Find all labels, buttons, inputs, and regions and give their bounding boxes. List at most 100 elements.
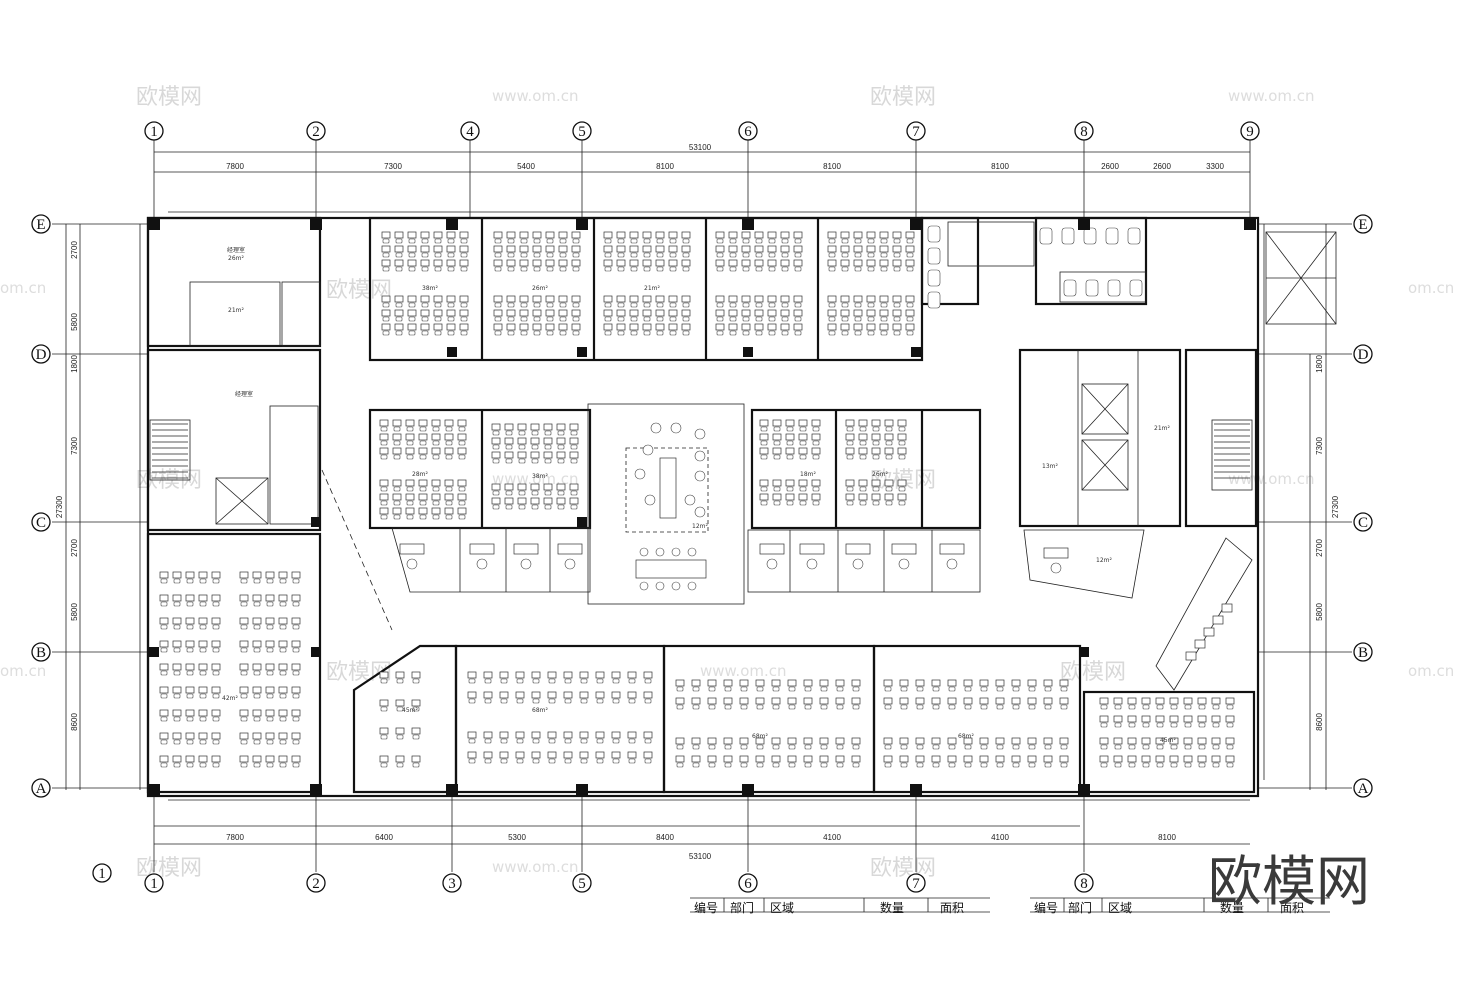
chair — [186, 693, 194, 699]
desk — [771, 737, 781, 745]
room-area: 21m² — [1154, 425, 1170, 432]
axis-label: E — [36, 217, 45, 233]
desk — [668, 245, 678, 253]
desk — [755, 679, 765, 687]
desk — [681, 245, 691, 253]
desk — [381, 309, 391, 317]
axis-label: A — [36, 781, 47, 797]
chair — [564, 678, 572, 684]
chair — [768, 330, 776, 336]
desk — [172, 663, 182, 671]
chair — [768, 252, 776, 258]
column — [447, 347, 457, 357]
desk — [420, 245, 430, 253]
desk — [798, 419, 808, 427]
desk — [755, 755, 765, 763]
desk — [879, 245, 889, 253]
toilet-fixture — [1083, 227, 1097, 245]
column — [576, 784, 588, 796]
chair — [655, 547, 665, 557]
axis-bubble — [31, 778, 51, 798]
chair — [859, 440, 867, 446]
desk — [845, 479, 855, 487]
chair — [160, 647, 168, 653]
desk — [655, 231, 665, 239]
chair — [628, 758, 636, 764]
chair — [932, 762, 940, 768]
chair — [708, 704, 716, 710]
chair — [643, 316, 651, 322]
axis-grid-lines — [52, 140, 1352, 872]
desk — [883, 679, 893, 687]
chair — [742, 330, 750, 336]
desk — [519, 295, 529, 303]
desk — [728, 309, 738, 317]
desk — [530, 451, 540, 459]
desk — [853, 309, 863, 317]
chair — [1044, 686, 1052, 692]
desk — [853, 323, 863, 331]
desk — [741, 309, 751, 317]
desk — [1141, 755, 1151, 763]
desk — [819, 737, 829, 745]
desk — [899, 737, 909, 745]
chair — [906, 266, 914, 272]
desk — [879, 259, 889, 267]
chair — [898, 426, 906, 432]
desk — [772, 479, 782, 487]
chair — [520, 316, 528, 322]
dimension-lines — [65, 151, 1327, 845]
room-area: 45m² — [402, 707, 418, 714]
chair — [884, 686, 892, 692]
desk — [905, 245, 915, 253]
chair — [516, 738, 524, 744]
chair — [854, 238, 862, 244]
desk — [827, 323, 837, 331]
chair — [492, 490, 500, 496]
desk — [931, 697, 941, 705]
chair — [253, 647, 261, 653]
desk — [1169, 755, 1179, 763]
desk — [381, 245, 391, 253]
chair — [266, 578, 274, 584]
desk — [643, 731, 653, 739]
desk — [172, 617, 182, 625]
desk — [616, 309, 626, 317]
chair — [692, 686, 700, 692]
chair — [1100, 744, 1108, 750]
desk — [545, 295, 555, 303]
chair — [380, 426, 388, 432]
desk — [947, 697, 957, 705]
toilet-fixture — [1039, 227, 1053, 245]
chair — [854, 330, 862, 336]
desk — [431, 433, 441, 441]
axis-label: E — [1358, 217, 1367, 233]
desk — [616, 231, 626, 239]
chair — [841, 238, 849, 244]
chair — [773, 426, 781, 432]
desk — [493, 231, 503, 239]
chair — [643, 238, 651, 244]
chair — [893, 266, 901, 272]
dim-segment: 5800 — [1315, 603, 1324, 621]
desk — [265, 663, 275, 671]
axis-label: 6 — [744, 124, 752, 140]
desk — [517, 437, 527, 445]
desk — [1221, 603, 1233, 613]
chair — [1012, 704, 1020, 710]
chair — [1044, 704, 1052, 710]
chair — [682, 316, 690, 322]
chair — [644, 698, 652, 704]
chair — [846, 454, 854, 460]
desk — [392, 433, 402, 441]
chair — [786, 486, 794, 492]
chair — [393, 500, 401, 506]
chair — [492, 504, 500, 510]
chair — [507, 316, 515, 322]
chair — [916, 686, 924, 692]
chair — [604, 330, 612, 336]
chair — [507, 302, 515, 308]
desk — [1113, 697, 1123, 705]
chair — [694, 450, 706, 462]
chair — [212, 647, 220, 653]
